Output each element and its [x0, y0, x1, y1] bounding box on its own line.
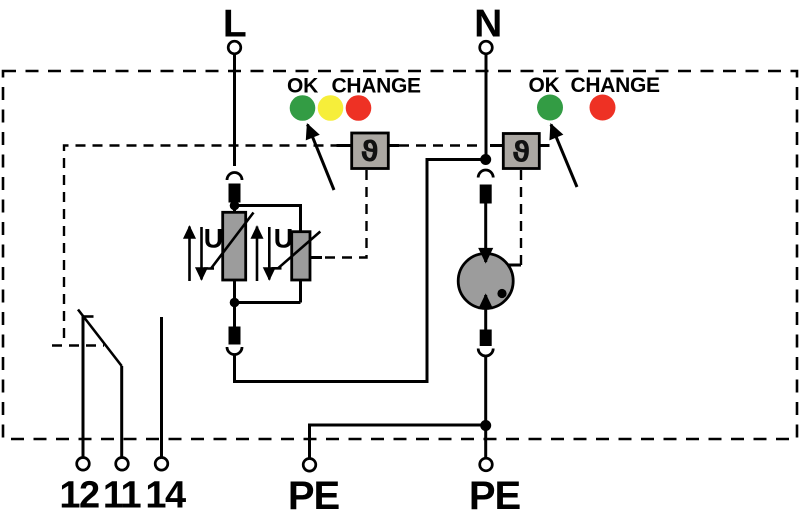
varistor-top-rail — [234, 204, 302, 233]
led-green-left — [289, 95, 316, 121]
disconnect-block-N-top — [479, 184, 492, 204]
terminal-14 — [153, 456, 170, 472]
label-terminal-12: 12 — [59, 475, 99, 517]
junction-dot — [480, 154, 492, 165]
terminal-11 — [114, 456, 130, 472]
junction-dot — [229, 297, 240, 308]
breakaway-arc-L-bottom — [225, 346, 244, 356]
label-ok-left: OK — [287, 75, 318, 98]
device-enclosure-outline — [1, 69, 799, 441]
contact-moving-arm — [76, 308, 123, 367]
label-PE-right: PE — [469, 474, 521, 518]
junction-dot — [229, 200, 240, 211]
led-red-left — [345, 95, 372, 121]
terminal-N — [478, 39, 494, 56]
terminal-PE-left — [301, 457, 318, 473]
disconnect-block-L-top — [228, 183, 241, 203]
breakaway-arc-N-top — [476, 168, 495, 178]
led-green-right — [537, 94, 563, 121]
gdt-gas-dot — [497, 288, 507, 299]
terminal-12 — [75, 456, 91, 472]
thermal-monitor-box-left — [350, 131, 390, 170]
disconnect-block-L-bottom — [228, 326, 241, 345]
label-change-right: CHANGE — [571, 74, 660, 97]
breakaway-arc-N-bottom — [476, 348, 495, 358]
terminal-PE-right — [478, 456, 494, 473]
junction-dot — [480, 420, 492, 431]
label-ok-right: OK — [529, 74, 560, 97]
led-yellow-left — [317, 95, 344, 121]
thermal-sense-dashed-left — [321, 170, 368, 259]
pointer-arrow-right-icon — [549, 123, 579, 188]
varistor-left — [221, 210, 248, 282]
voltage-label-right: U — [274, 224, 294, 254]
label-change-left: CHANGE — [332, 75, 421, 98]
label-terminal-11: 11 — [103, 475, 142, 517]
terminal-L — [226, 39, 243, 56]
theta-symbol-left: ϑ — [360, 135, 379, 168]
theta-symbol-right: ϑ — [512, 136, 531, 169]
wire-varistor-branch-to-N — [233, 158, 482, 383]
breakaway-arc-L-top — [225, 171, 244, 181]
voltage-label-left: U — [204, 224, 224, 254]
varistor-bottom-rail — [233, 279, 302, 304]
pointer-arrow-left-icon — [305, 123, 336, 191]
wire-pe-left-link — [308, 423, 486, 459]
varistor-right — [290, 230, 312, 282]
label-PE-left: PE — [288, 474, 340, 518]
label-terminal-14: 14 — [145, 475, 186, 517]
thermal-monitor-box-right — [501, 132, 541, 170]
label-L: L — [223, 3, 246, 46]
disconnect-block-N-bottom — [479, 329, 492, 346]
monitor-dashed-line-left — [62, 144, 337, 338]
led-red-right — [589, 94, 616, 121]
label-N: N — [474, 3, 502, 46]
